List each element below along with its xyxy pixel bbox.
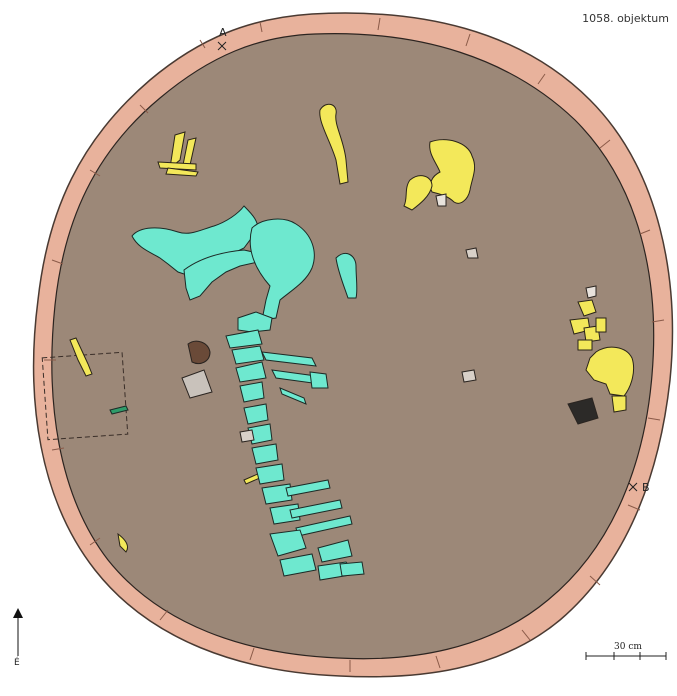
animal-skeleton bbox=[109, 205, 365, 581]
bone-yellow-left bbox=[69, 337, 93, 377]
bone-yellow-cluster bbox=[585, 346, 635, 397]
finds bbox=[181, 193, 599, 443]
rim-ticks bbox=[44, 17, 665, 672]
north-arrow-icon bbox=[13, 608, 23, 656]
section-marker-a bbox=[217, 41, 227, 51]
dark-find bbox=[567, 397, 599, 425]
bone-yellow-long bbox=[319, 103, 349, 185]
scale-label: 30 cm bbox=[614, 642, 642, 652]
sherd-brown bbox=[187, 340, 211, 365]
ribs bbox=[261, 351, 317, 367]
scale-bar bbox=[585, 652, 667, 660]
mandible bbox=[183, 249, 263, 301]
pit-floor bbox=[51, 33, 655, 660]
section-marker-b bbox=[628, 482, 638, 492]
plan-title: 1058. objektum bbox=[582, 12, 669, 25]
limb-right bbox=[335, 253, 358, 299]
scapula bbox=[249, 218, 315, 321]
skull bbox=[131, 205, 259, 277]
section-label-b: B bbox=[642, 481, 650, 494]
section-label-a: A bbox=[219, 26, 227, 39]
yellow-bones bbox=[69, 103, 635, 553]
north-label: É bbox=[14, 658, 20, 668]
pelvis bbox=[269, 529, 307, 557]
bone-yellow-pelvis bbox=[429, 139, 476, 204]
sherd bbox=[181, 369, 213, 399]
bone-yellow-ribs bbox=[169, 131, 186, 170]
